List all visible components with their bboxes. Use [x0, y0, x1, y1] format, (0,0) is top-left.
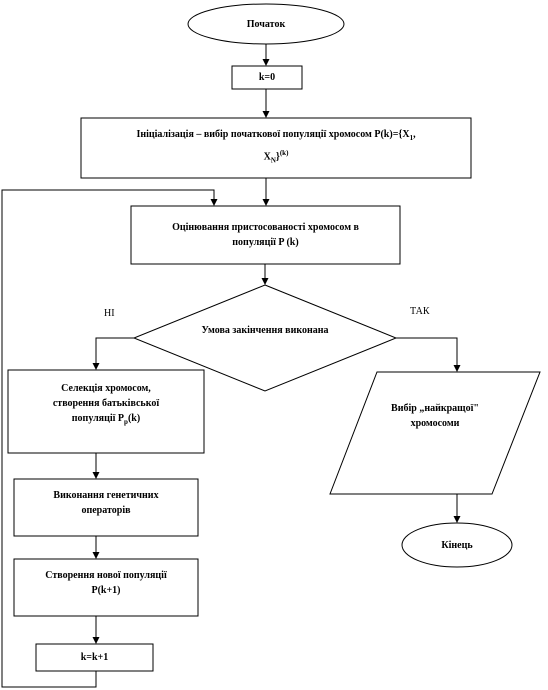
- increment-box: k=k+1: [36, 644, 153, 671]
- arrow-condition-no: [92, 337, 134, 370]
- end-terminal: Кінець: [402, 533, 512, 557]
- choose-best-label: Вибір „найкращої" хромосоми: [391, 403, 479, 429]
- new-population-label: Створення нової популяції P(k+1): [45, 570, 167, 596]
- condition-diamond: Умова закінчення виконана: [200, 312, 330, 348]
- start-label: Початок: [246, 18, 286, 30]
- genetic-operators-box: Виконання генетичних операторів: [14, 479, 198, 527]
- arrow-condition-yes: [396, 337, 461, 372]
- end-label: Кінець: [441, 539, 473, 551]
- init-population-label: Ініціалізація – вибір початкової популяц…: [136, 129, 416, 165]
- genetic-operators-label: Виконання генетичних операторів: [53, 490, 159, 516]
- arrow-loop-back: [1, 189, 218, 688]
- selection-shape: [7, 369, 205, 454]
- init-k-box: k=0: [232, 66, 302, 89]
- init-k-shape: [231, 65, 303, 90]
- choose-best-shape: [329, 371, 541, 495]
- fitness-label: Оцінювання пристосованості хромосом в по…: [172, 222, 359, 248]
- fitness-box: Оцінювання пристосованості хромосом в по…: [131, 206, 400, 264]
- new-pop-shape: [13, 558, 199, 617]
- init-k-label: k=0: [258, 72, 276, 83]
- init-population-box: Ініціалізація – вибір початкової популяц…: [81, 118, 471, 178]
- genetic-ops-shape: [13, 478, 199, 537]
- yes-branch-label: ТАК: [410, 306, 430, 317]
- init-pop-shape: [80, 117, 472, 179]
- increment-shape: [35, 643, 154, 672]
- condition-label: Умова закінчення виконана: [201, 324, 329, 336]
- condition-shape: [132, 284, 398, 392]
- selection-label: Селекція хромосом,створення батьківської…: [52, 382, 160, 426]
- start-terminal: Початок: [188, 8, 344, 40]
- increment-label: k=k+1: [80, 652, 109, 663]
- new-population-box: Створення нової популяції P(k+1): [14, 559, 198, 607]
- no-branch-label: НІ: [104, 308, 115, 319]
- end-terminal-shape: [401, 522, 513, 568]
- selection-box: Селекція хромосом,створення батьківської…: [8, 370, 204, 440]
- choose-best-parallelogram: Вибір „найкращої" хромосоми: [370, 396, 500, 436]
